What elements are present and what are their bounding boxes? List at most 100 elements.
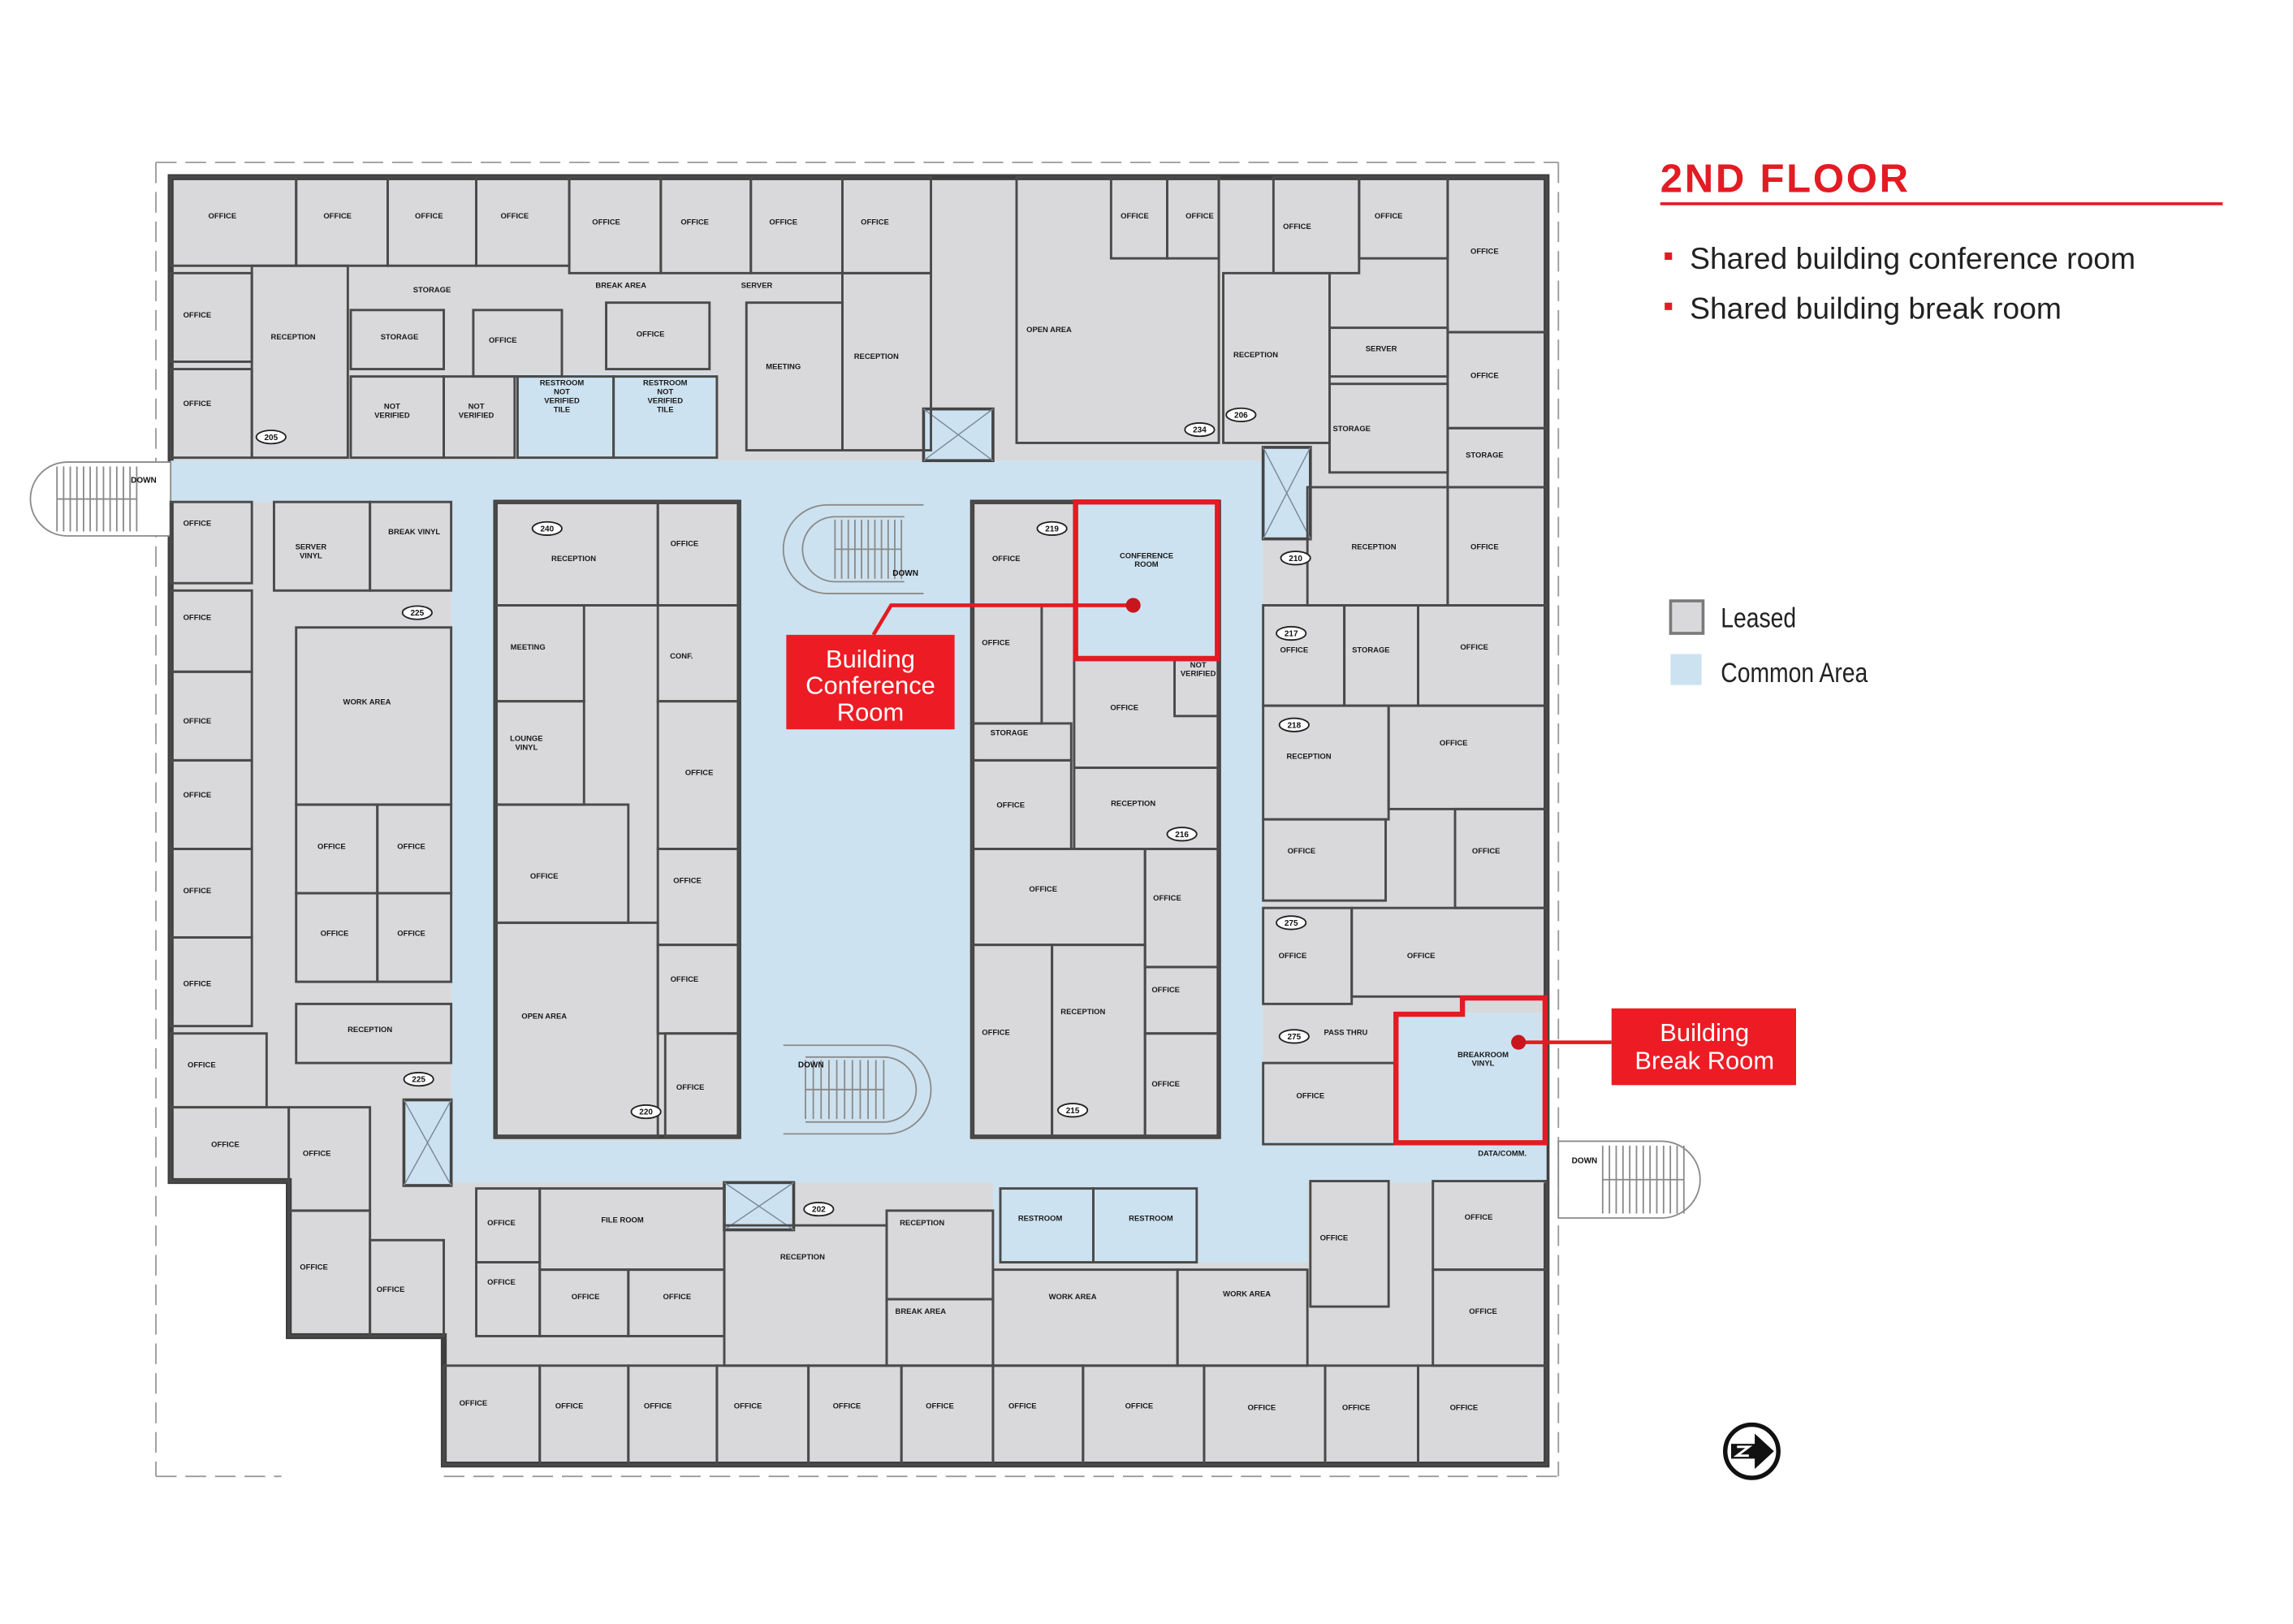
room-label: RECEPTION (1060, 1008, 1105, 1017)
common-areas (171, 374, 1547, 1263)
room-label-line: OFFICE (673, 876, 702, 885)
room-label-line: STORAGE (1466, 451, 1504, 460)
room-outline (1143, 1032, 1220, 1138)
room-label: OFFICE (992, 555, 1021, 564)
room-label-line: OFFICE (1470, 542, 1499, 551)
room-label: OFFICE (211, 1141, 240, 1150)
room-label-line: OFFICE (592, 218, 620, 227)
room-label: OFFICE (184, 887, 212, 896)
legend-swatch-leased (1669, 599, 1705, 635)
room-label-line: DATA/COMM. (1478, 1150, 1527, 1159)
room-number-tag: 205 (255, 430, 287, 445)
room-label: OPEN AREA (521, 1013, 567, 1021)
room-label-line: OFFICE (377, 1285, 405, 1294)
room-label: STORAGE (991, 728, 1029, 737)
room-label-line: OFFICE (1110, 704, 1138, 713)
conference-room-highlight[interactable] (1073, 499, 1220, 662)
room-number: 240 (540, 525, 554, 534)
room-label: OFFICE (487, 1278, 516, 1287)
room-label-line: BREAK AREA (896, 1307, 947, 1316)
room-label-line: OFFICE (1121, 212, 1149, 221)
room-label: OFFICE (592, 218, 620, 227)
room-number-tag: 275 (1278, 1029, 1310, 1044)
room-label: RESTROOM (1129, 1215, 1173, 1224)
room-label: OFFICE (1029, 885, 1057, 894)
room-label-line: OFFICE (530, 872, 559, 881)
stair-label: DOWN (1572, 1157, 1598, 1166)
room: OFFICE (169, 368, 253, 460)
room-label: OFFICE (1465, 1213, 1493, 1222)
room-label-line: NOT (469, 403, 485, 412)
bullet-item: Shared building conference room (1690, 241, 2135, 275)
room-label-line: VINYL (515, 744, 538, 753)
room-number: 225 (410, 609, 424, 618)
break-room-highlight[interactable] (1393, 995, 1548, 1146)
callout-line: Building (1660, 1018, 1749, 1047)
room-label-line: OFFICE (1283, 222, 1311, 231)
room-label-line: OFFICE (397, 842, 425, 851)
room: OFFICE (1166, 175, 1220, 260)
room-label: OFFICE (1008, 1402, 1037, 1411)
room-label-line: RESTROOM (540, 379, 585, 388)
room-outline (1092, 1187, 1198, 1263)
room-label-line: RESTROOM (1018, 1215, 1063, 1224)
room-outline (1350, 906, 1548, 998)
room-label-line: OFFICE (1297, 1092, 1325, 1101)
room: OFFICE (1417, 1364, 1548, 1466)
room-number: 217 (1285, 630, 1298, 639)
room-label-line: OFFICE (184, 311, 212, 320)
room-number: 275 (1285, 919, 1298, 928)
bullet-item: Shared building break room (1690, 292, 2062, 326)
room-label: OFFICE (996, 801, 1025, 810)
room-label-line: OFFICE (211, 1141, 240, 1150)
room-label-line: OFFICE (1185, 212, 1214, 221)
room-label: OFFICE (397, 842, 425, 851)
room: OFFICE (169, 936, 253, 1028)
room-label-line: RECEPTION (780, 1253, 825, 1262)
room-label-line: VERIFIED (374, 412, 410, 421)
room-label: OFFICE (1472, 847, 1501, 856)
room-label: OFFICE (1375, 212, 1403, 221)
room-label-line: OFFICE (209, 212, 237, 221)
room-label: OFFICE (1280, 646, 1309, 655)
room-number-tag: 206 (1225, 407, 1257, 422)
room-label-line: RECEPTION (1111, 800, 1155, 809)
room-outline (1262, 818, 1388, 902)
room-label-line: CONFERENCE (1120, 551, 1173, 560)
room-label-line: OFFICE (1153, 894, 1181, 903)
room-label-line: OFFICE (317, 842, 346, 851)
room-outline (250, 264, 349, 460)
room-label: OFFICE (1151, 1080, 1180, 1089)
room-number: 210 (1289, 555, 1302, 564)
room-label: RESTROOM (1018, 1215, 1063, 1224)
room-label: BREAK VINYL (388, 528, 440, 537)
room-outline (349, 309, 445, 370)
room-label: STORAGE (1466, 451, 1504, 460)
room-label-line: OFFICE (1465, 1213, 1493, 1222)
room: OFFICE (1143, 1032, 1220, 1138)
room-number: 216 (1175, 831, 1189, 840)
room-label: PASS THRU (1324, 1029, 1368, 1038)
room-label-line: TILE (554, 405, 570, 414)
room-number: 220 (639, 1108, 653, 1117)
room-label: OFFICE (377, 1285, 405, 1294)
room-label-line: OFFICE (769, 218, 797, 227)
room-label-line: OFFICE (1469, 1307, 1497, 1316)
room-label-line: OFFICE (1342, 1403, 1371, 1412)
room-number-tag: 210 (1280, 551, 1311, 566)
room-label: OFFICE (1470, 248, 1499, 257)
room-label-line: RESTROOM (1129, 1215, 1173, 1224)
room: RECEPTION (295, 1002, 453, 1065)
room-label: OFFICE (1288, 847, 1316, 856)
room-label-line: OFFICE (303, 1150, 331, 1159)
room-label: WORK AREA (1049, 1293, 1097, 1302)
room-label: OFFICE (663, 1293, 692, 1302)
room-label: OFFICE (184, 311, 212, 320)
room-label-line: RECEPTION (1233, 351, 1278, 360)
room-label: STORAGE (381, 333, 419, 342)
room-label-line: OFFICE (460, 1399, 488, 1408)
